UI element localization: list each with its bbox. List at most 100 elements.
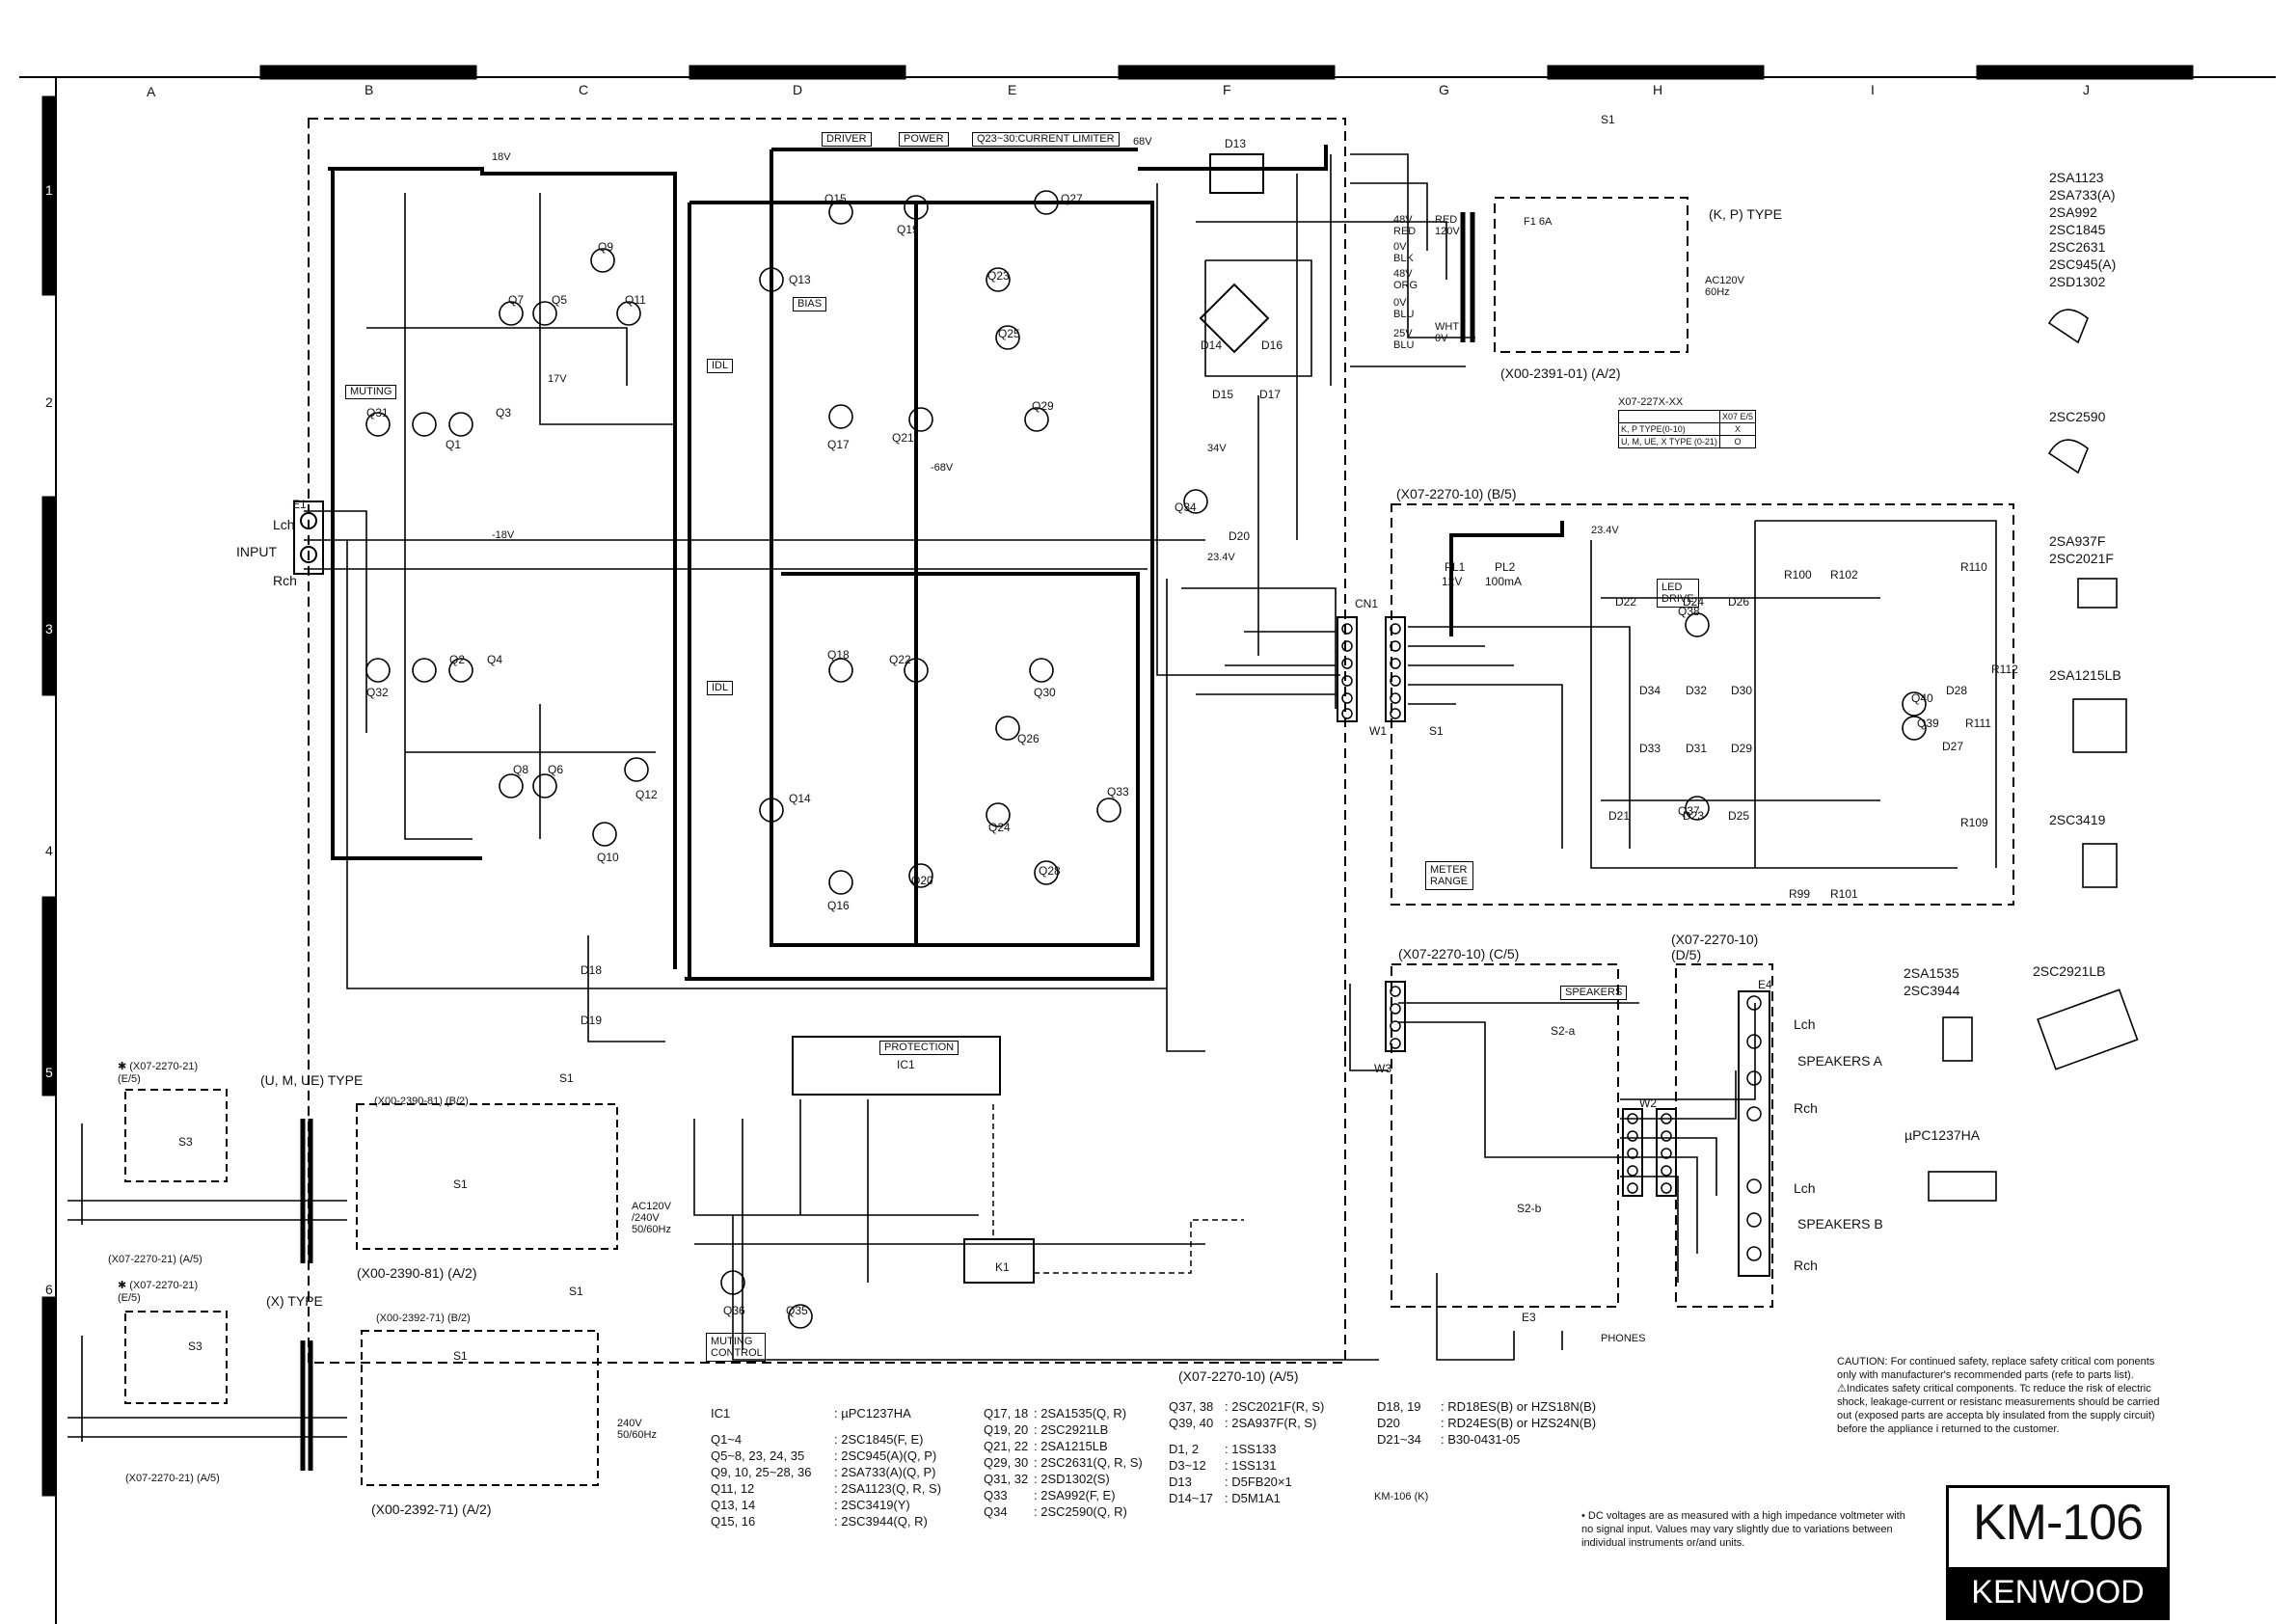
voltage-23-4v: 23.4V — [1207, 552, 1235, 563]
grid-col-j: J — [2083, 82, 2090, 97]
type-table: X07-227X-XX X07 E/5 K, P TYPE(0-10)X U, … — [1618, 397, 1757, 448]
driver-label: DRIVER — [822, 132, 872, 147]
component-q22: Q22 — [889, 653, 911, 666]
parts-col3-ref: D14~17 — [1169, 1491, 1213, 1505]
parts-col2-ref: Q29, 30 — [984, 1455, 1029, 1470]
component-q23: Q23 — [987, 269, 1010, 283]
type-table-h0 — [1618, 410, 1720, 423]
a5-board-id-2: (X07-2270-21) (A/5) — [125, 1473, 220, 1484]
voltage-34v: 34V — [1207, 443, 1227, 454]
parts-col1-row: Q15, 16: 2SC3944(Q, R) — [711, 1513, 941, 1529]
component-pl1: PL1 — [1445, 560, 1466, 574]
component-d34: D34 — [1639, 684, 1661, 697]
type-table-grid: X07 E/5 K, P TYPE(0-10)X U, M, UE, X TYP… — [1618, 410, 1757, 448]
component-q29: Q29 — [1032, 399, 1054, 413]
component-d14: D14 — [1201, 338, 1223, 352]
grid-col-i: I — [1871, 82, 1875, 97]
grid-col-d: D — [793, 82, 803, 97]
parts-col4-val: : RD18ES(B) or HZS18N(B) — [1441, 1399, 1597, 1414]
ac-input-umue: AC120V /240V 50/60Hz — [632, 1201, 671, 1235]
tr-upc1237ha: µPC1237HA — [1904, 1127, 1981, 1143]
grid-col-g: G — [1439, 82, 1449, 97]
parts-col4-row: D20: RD24ES(B) or HZS24N(B) — [1377, 1415, 1596, 1431]
xfmr-48-red: 48V RED — [1393, 214, 1417, 237]
type-table-h1: X07 E/5 — [1718, 410, 1757, 423]
component-r100: R100 — [1784, 568, 1812, 582]
parts-col2-val: : 2SA1215LB — [1034, 1439, 1108, 1453]
parts-col3-row: Q37, 38: 2SC2021F(R, S) — [1169, 1398, 1324, 1415]
parts-col4-row: D18, 19: RD18ES(B) or HZS18N(B) — [1377, 1398, 1596, 1415]
tr-6-0: 2SA1535 — [1904, 965, 1959, 981]
x-type-label: (X) TYPE — [266, 1293, 323, 1309]
component-q38: Q38 — [1678, 605, 1700, 618]
tr-3-1: 2SC2021F — [2049, 551, 2114, 566]
component-q32: Q32 — [366, 686, 389, 699]
component-q21: Q21 — [892, 431, 914, 445]
xfmr-0-blk: 0V BLK — [1393, 241, 1414, 264]
xfmr-red-120: RED 120V — [1435, 214, 1460, 237]
component-d18: D18 — [581, 963, 603, 977]
input-lch-label: Lch — [273, 517, 295, 532]
model-code: KM-106 (K) — [1374, 1491, 1429, 1502]
dc-voltage-note: • DC voltages are as measured with a hig… — [1581, 1510, 1905, 1549]
component-q7: Q7 — [508, 293, 525, 307]
parts-col2-ref: Q17, 18 — [984, 1406, 1029, 1421]
parts-col1-val: : 2SC3419(Y) — [834, 1498, 910, 1512]
parts-col3-row: D13: D5FB20×1 — [1169, 1474, 1324, 1490]
component-q8: Q8 — [513, 763, 529, 776]
component-r101: R101 — [1830, 887, 1858, 901]
grid-col-c: C — [579, 82, 589, 97]
component-q40: Q40 — [1911, 691, 1933, 705]
component-w2: W2 — [1639, 1096, 1657, 1110]
parts-col4-row: D21~34: B30-0431-05 — [1377, 1431, 1596, 1448]
x00-2392-b-id: (X00-2392-71) (B/2) — [376, 1313, 471, 1324]
tr-1-2: 2SA992 — [2049, 204, 2097, 220]
title-block: KM-106 KENWOOD — [1946, 1485, 2170, 1620]
component-q15: Q15 — [824, 192, 847, 205]
tr-1-6: 2SD1302 — [2049, 274, 2106, 289]
grid-col-h: H — [1653, 82, 1663, 97]
parts-col1-row: Q11, 12: 2SA1123(Q, R, S) — [711, 1480, 941, 1497]
voltage-m68v: -68V — [931, 462, 954, 474]
parts-col1-val: : 2SC3944(Q, R) — [834, 1514, 928, 1529]
input-label: INPUT — [236, 544, 277, 559]
parts-col3-ref: Q37, 38 — [1169, 1399, 1214, 1414]
component-d21: D21 — [1608, 809, 1631, 823]
speakers-a-label: SPEAKERS A — [1797, 1053, 1882, 1069]
transistor-list-1: 2SA1123 2SA733(A) 2SA992 2SC1845 2SC2631… — [2049, 169, 2116, 290]
parts-col1-ref: Q9, 10, 25~28, 36 — [711, 1465, 812, 1479]
component-q4: Q4 — [487, 653, 503, 666]
parts-col1-row: Q13, 14: 2SC3419(Y) — [711, 1497, 941, 1513]
parts-list-col1: IC1: µPC1237HA Q1~4: 2SC1845(F, E) Q5~8,… — [711, 1405, 941, 1529]
spk-b-rch: Rch — [1794, 1258, 1818, 1273]
component-q24: Q24 — [988, 821, 1011, 834]
component-q30: Q30 — [1034, 686, 1056, 699]
component-r111: R111 — [1965, 717, 1991, 730]
parts-col2-row: Q19, 20: 2SC2921LB — [984, 1421, 1143, 1438]
main-board-id: (X07-2270-10) (A/5) — [1178, 1368, 1299, 1384]
component-q13: Q13 — [789, 273, 811, 286]
component-q39: Q39 — [1917, 717, 1939, 730]
type-table-r0c0: K, P TYPE(0-10) — [1618, 422, 1720, 436]
component-q14: Q14 — [789, 792, 811, 805]
component-q26: Q26 — [1017, 732, 1040, 745]
component-12v: 12V — [1442, 575, 1463, 588]
component-d28: D28 — [1946, 684, 1968, 697]
tr-2sc2921lb: 2SC2921LB — [2033, 963, 2106, 979]
component-q16: Q16 — [827, 899, 850, 912]
component-s3: S3 — [188, 1340, 203, 1353]
component-e3: E3 — [1522, 1311, 1536, 1324]
parts-list-col3: Q37, 38: 2SC2021F(R, S) Q39, 40: 2SA937F… — [1169, 1398, 1324, 1506]
component-100ma: 100mA — [1485, 575, 1523, 588]
parts-col3-ref: D1, 2 — [1169, 1442, 1200, 1456]
component-q11: Q11 — [625, 293, 646, 307]
voltage-68v: 68V — [1133, 136, 1152, 148]
component-d33: D33 — [1639, 742, 1661, 755]
component-ic1: IC1 — [897, 1058, 915, 1071]
tr-1-3: 2SC1845 — [2049, 222, 2106, 237]
component-q37: Q37 — [1678, 804, 1700, 818]
phones-label: PHONES — [1601, 1333, 1646, 1344]
xfmr-25-blu: 25V BLU — [1393, 328, 1415, 351]
parts-col2-row: Q33: 2SA992(F, E) — [984, 1487, 1143, 1503]
component-s2-b: S2-b — [1517, 1202, 1542, 1215]
